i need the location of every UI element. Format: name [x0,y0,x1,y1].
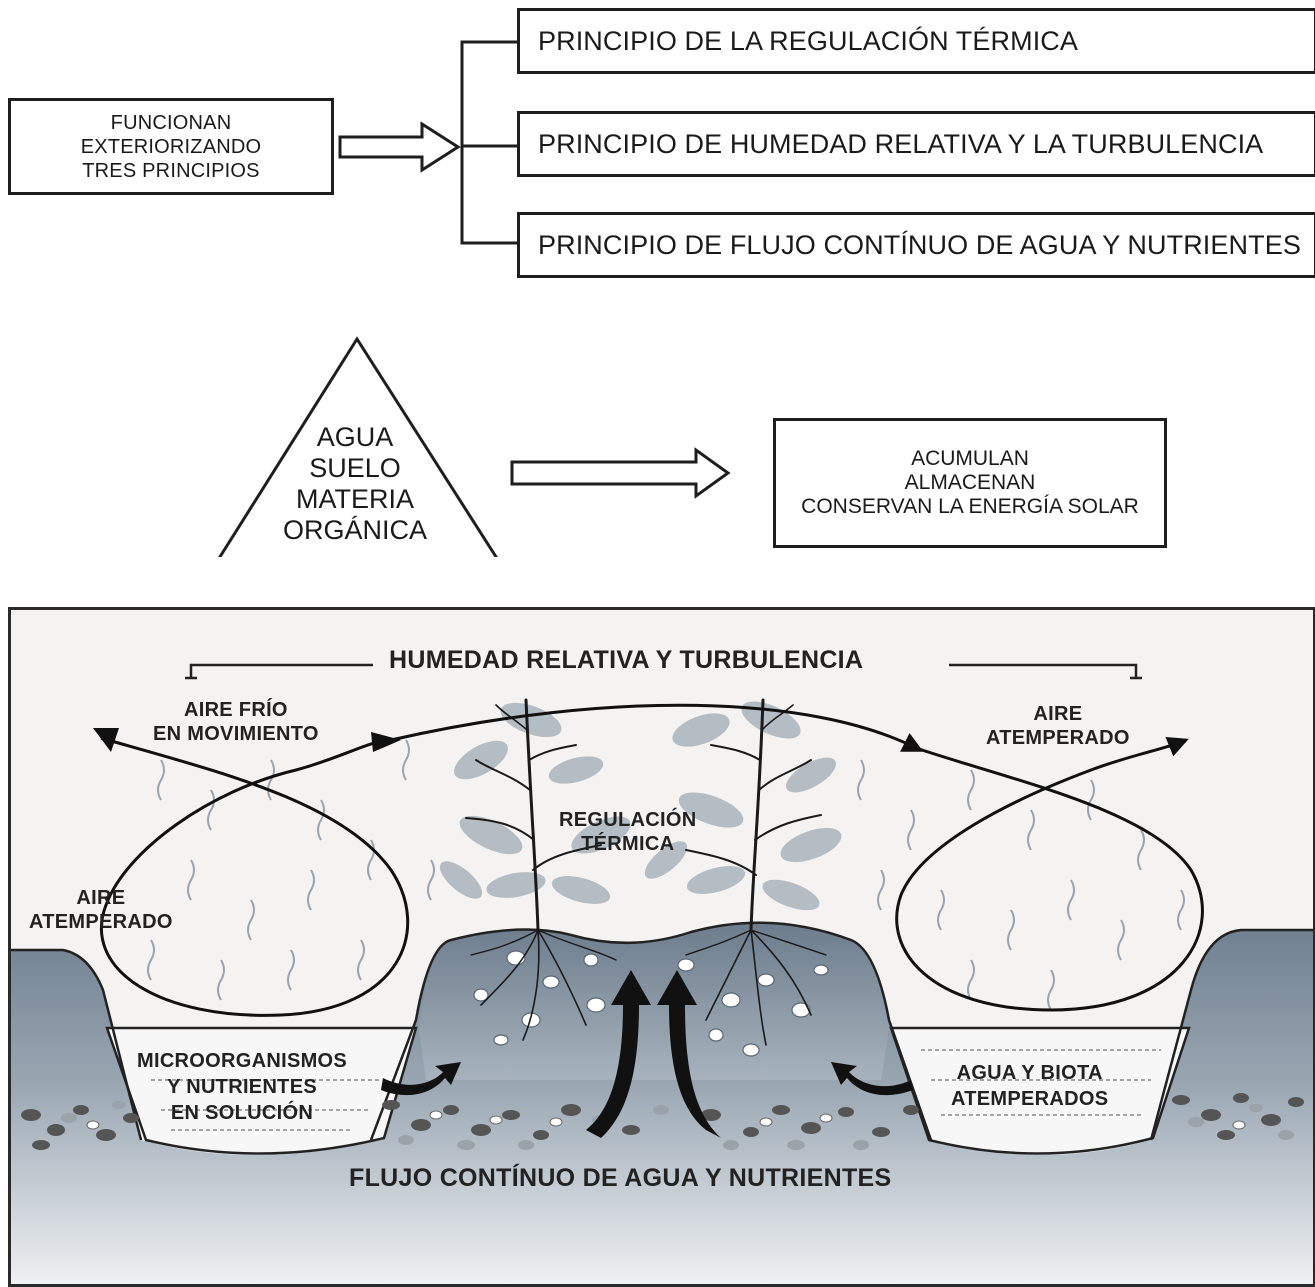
water-biota-label: AGUA Y BIOTA ATEMPERADOS [951,1060,1108,1112]
foliage [439,701,842,911]
triangle-line: ORGÁNICA [282,515,428,545]
top-air-arc [390,703,924,752]
result-line: ACUMULAN [911,447,1029,470]
principle-label: PRINCIPIO DE LA REGULACIÓN TÉRMICA [538,25,1079,56]
gravel-layer [21,1093,1304,1150]
microorganisms-line: Y NUTRIENTES [167,1076,317,1098]
tempered-air-right-label: AIRE ATEMPERADO [986,702,1130,750]
tempered-air-left-label: AIRE ATEMPERADO [29,886,173,934]
result-line: ALMACENAN [904,471,1036,494]
soil-pebbles [473,950,829,1057]
source-line: TRES PRINCIPIOS [82,159,260,182]
principle-box-flow: PRINCIPIO DE FLUJO CONTÍNUO DE AGUA Y NU… [517,212,1315,278]
source-line: EXTERIORIZANDO [80,135,262,158]
thermal-regulation-line: TÉRMICA [581,833,675,855]
result-line: CONSERVAN LA ENERGÍA SOLAR [801,495,1139,518]
illustration-art [11,610,1313,1284]
right-air-loop [895,736,1204,1012]
arrow-up-right [657,970,721,1138]
bottom-flow-label: FLUJO CONTÍNUO DE AGUA Y NUTRIENTES [349,1164,892,1192]
source-box: FUNCIONAN EXTERIORIZANDO TRES PRINCIPIOS [8,98,334,195]
principle-label: PRINCIPIO DE FLUJO CONTÍNUO DE AGUA Y NU… [538,229,1301,260]
arrow-right-canal [831,1062,913,1096]
microorganisms-line: EN SOLUCIÓN [170,1102,314,1124]
humidity-title: HUMEDAD RELATIVA Y TURBULENCIA [383,646,870,674]
thermal-regulation-line: REGULACIÓN [559,809,697,831]
vapor-lines [147,739,1185,1011]
triangle-line: MATERIA [295,484,414,514]
triangle-label: AGUA SUELO MATERIA ORGÁNICA [250,422,460,546]
arrow-mid-left [371,732,401,752]
triangle-line: AGUA [316,422,394,452]
principle-box-thermal: PRINCIPIO DE LA REGULACIÓN TÉRMICA [517,8,1315,74]
microorganisms-label: MICROORGANISMOS Y NUTRIENTES EN SOLUCIÓN [137,1048,347,1126]
humidity-bracket [189,663,1138,678]
soil-ground [11,922,1313,1284]
principle-box-humidity: PRINCIPIO DE HUMEDAD RELATIVA Y LA TURBU… [517,111,1315,177]
left-air-loop [99,736,410,1017]
cold-air-line: EN MOVIMIENTO [153,723,319,745]
thermal-regulation-label: REGULACIÓN TÉRMICA [559,808,696,856]
tempered-air-line: ATEMPERADO [29,911,173,933]
result-box: ACUMULAN ALMACENAN CONSERVAN LA ENERGÍA … [773,418,1167,548]
tempered-air-line: AIRE [76,887,126,909]
arrow-up-left [586,970,651,1138]
cold-air-label: AIRE FRÍO EN MOVIMIENTO [153,698,319,746]
triangle-line: SUELO [309,453,401,483]
trees [465,698,827,1046]
cold-air-line: AIRE FRÍO [183,699,288,721]
bottom-flow-text: FLUJO CONTÍNUO DE AGUA Y NUTRIENTES [349,1164,892,1192]
water-biota-line: ATEMPERADOS [951,1088,1109,1110]
flow-arrows [381,970,913,1138]
illustration-panel: HUMEDAD RELATIVA Y TURBULENCIA AIRE FRÍO… [8,607,1315,1287]
top-connectors [210,40,731,567]
bracket-connector [460,40,517,245]
air-circulation [99,703,1204,1017]
water-biota-line: AGUA Y BIOTA [956,1062,1103,1084]
right-canal [889,1026,1191,1155]
tempered-air-line: AIRE [1033,703,1083,725]
microorganisms-line: MICROORGANISMOS [137,1050,348,1072]
arrow-left-tip [93,728,119,752]
source-line: FUNCIONAN [110,111,232,134]
left-canal [105,1026,418,1155]
hollow-arrow-right-middle [510,447,731,499]
tempered-air-line: ATEMPERADO [986,727,1130,749]
humidity-title-text: HUMEDAD RELATIVA Y TURBULENCIA [389,646,864,674]
water-ripples [151,1049,1161,1131]
hollow-arrow-right [338,121,461,173]
arrow-left-canal [381,1062,461,1096]
principle-label: PRINCIPIO DE HUMEDAD RELATIVA Y LA TURBU… [538,128,1264,159]
